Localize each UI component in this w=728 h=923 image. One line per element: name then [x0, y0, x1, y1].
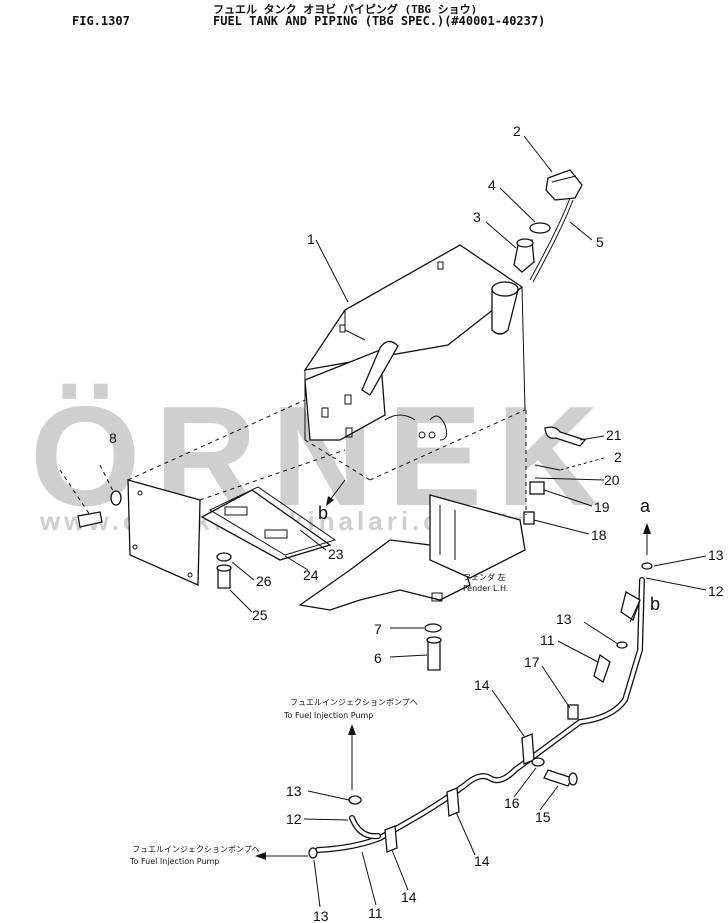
ref-letter-a-pipe: a: [640, 496, 651, 516]
callout-5: 5: [596, 234, 604, 250]
hose-12-upper: [620, 591, 641, 622]
callout-11-lower: 11: [368, 905, 383, 921]
cap-gasket: [529, 222, 551, 234]
callout-14-c: 14: [401, 889, 417, 905]
callout-2b: 2: [614, 449, 622, 465]
callout-11-upper: 11: [540, 632, 555, 648]
fender-body: [298, 539, 471, 611]
washer-16: [531, 757, 545, 767]
washer-13-upper: [641, 562, 653, 570]
fender-jp-label: フェンダ 左: [463, 572, 506, 582]
injection-lower-en: To Fuel Injection Pump: [129, 857, 219, 866]
tank-top-face: [303, 244, 524, 371]
callout-13-bottom: 13: [313, 908, 329, 923]
washer-13-mid: [348, 795, 362, 805]
bolt-15: [543, 769, 573, 787]
callout-14-b: 14: [474, 853, 490, 869]
fender-lh: [298, 494, 526, 671]
bolt-8: [77, 511, 103, 528]
drain-fittings: [523, 410, 587, 525]
fuel-piping: [255, 479, 653, 860]
callout-6: 6: [374, 650, 382, 666]
callout-2: 2: [513, 123, 521, 139]
callout-21: 21: [606, 427, 622, 443]
ref-letter-b-tank: b: [318, 503, 328, 523]
injection-upper-en: To Fuel Injection Pump: [283, 711, 373, 720]
callout-8: 8: [109, 430, 117, 446]
filler-cap: [545, 169, 583, 201]
callout-13-mid: 13: [556, 611, 572, 627]
tank-handle: [361, 340, 399, 396]
callout-15: 15: [535, 809, 551, 825]
valve-19: [529, 481, 545, 495]
callout-1: 1: [307, 231, 315, 247]
cover-plate: [59, 399, 346, 586]
callout-24: 24: [303, 567, 319, 583]
filler-parts: [513, 169, 583, 283]
callouts: 1 2 3 4 5 8 21 2 20 19 18 23 24 26 25 7 …: [109, 123, 724, 923]
clip-17: [567, 704, 579, 720]
bolt-6: [427, 639, 441, 671]
hose-11-upper: [593, 653, 611, 684]
washer-7: [424, 623, 442, 633]
figure-number: FIG.1307: [72, 14, 130, 28]
ref-letter-b-pipe: b: [650, 594, 660, 614]
side-plate: [127, 479, 201, 586]
plug-18: [523, 511, 535, 525]
callout-23: 23: [328, 546, 344, 562]
callout-26: 26: [256, 573, 272, 589]
callout-13-upper: 13: [708, 547, 724, 563]
callout-20: 20: [604, 472, 620, 488]
step-plate: [200, 486, 337, 589]
level-gauge: [529, 197, 571, 281]
callout-19: 19: [594, 499, 610, 515]
injection-upper-jp: フュエルインジェクションポンプへ: [290, 698, 418, 707]
callout-12-upper: 12: [708, 583, 724, 599]
callout-3: 3: [473, 209, 481, 225]
callout-25: 25: [252, 607, 268, 623]
english-title: FUEL TANK AND PIPING (TBG SPEC.)(#40001-…: [213, 14, 546, 28]
callout-18: 18: [591, 527, 607, 543]
injection-lower-jp: フュエルインジェクションポンプへ: [132, 845, 260, 854]
leader-lines: [229, 135, 707, 908]
washer-26: [216, 552, 232, 562]
clamp-14-c: [384, 825, 398, 853]
callout-14-a: 14: [474, 677, 490, 693]
callout-7: 7: [374, 621, 382, 637]
callout-4: 4: [488, 177, 496, 193]
washer-8: [110, 490, 122, 506]
callout-12-lower: 12: [286, 811, 302, 827]
washer-13-lower: [308, 847, 318, 859]
fitting-21: [544, 426, 587, 447]
callout-13-lower: 13: [286, 783, 302, 799]
fender-en-label: Fender L.H.: [463, 584, 508, 593]
clamp-14-b: [446, 787, 460, 817]
clamp-14-a: [521, 733, 535, 765]
callout-16: 16: [504, 795, 520, 811]
japanese-title: フュエル タンク オヨビ パイピング (TBG ショウ): [213, 3, 478, 16]
fuel-tank: [303, 244, 526, 481]
callout-17: 17: [524, 654, 540, 670]
